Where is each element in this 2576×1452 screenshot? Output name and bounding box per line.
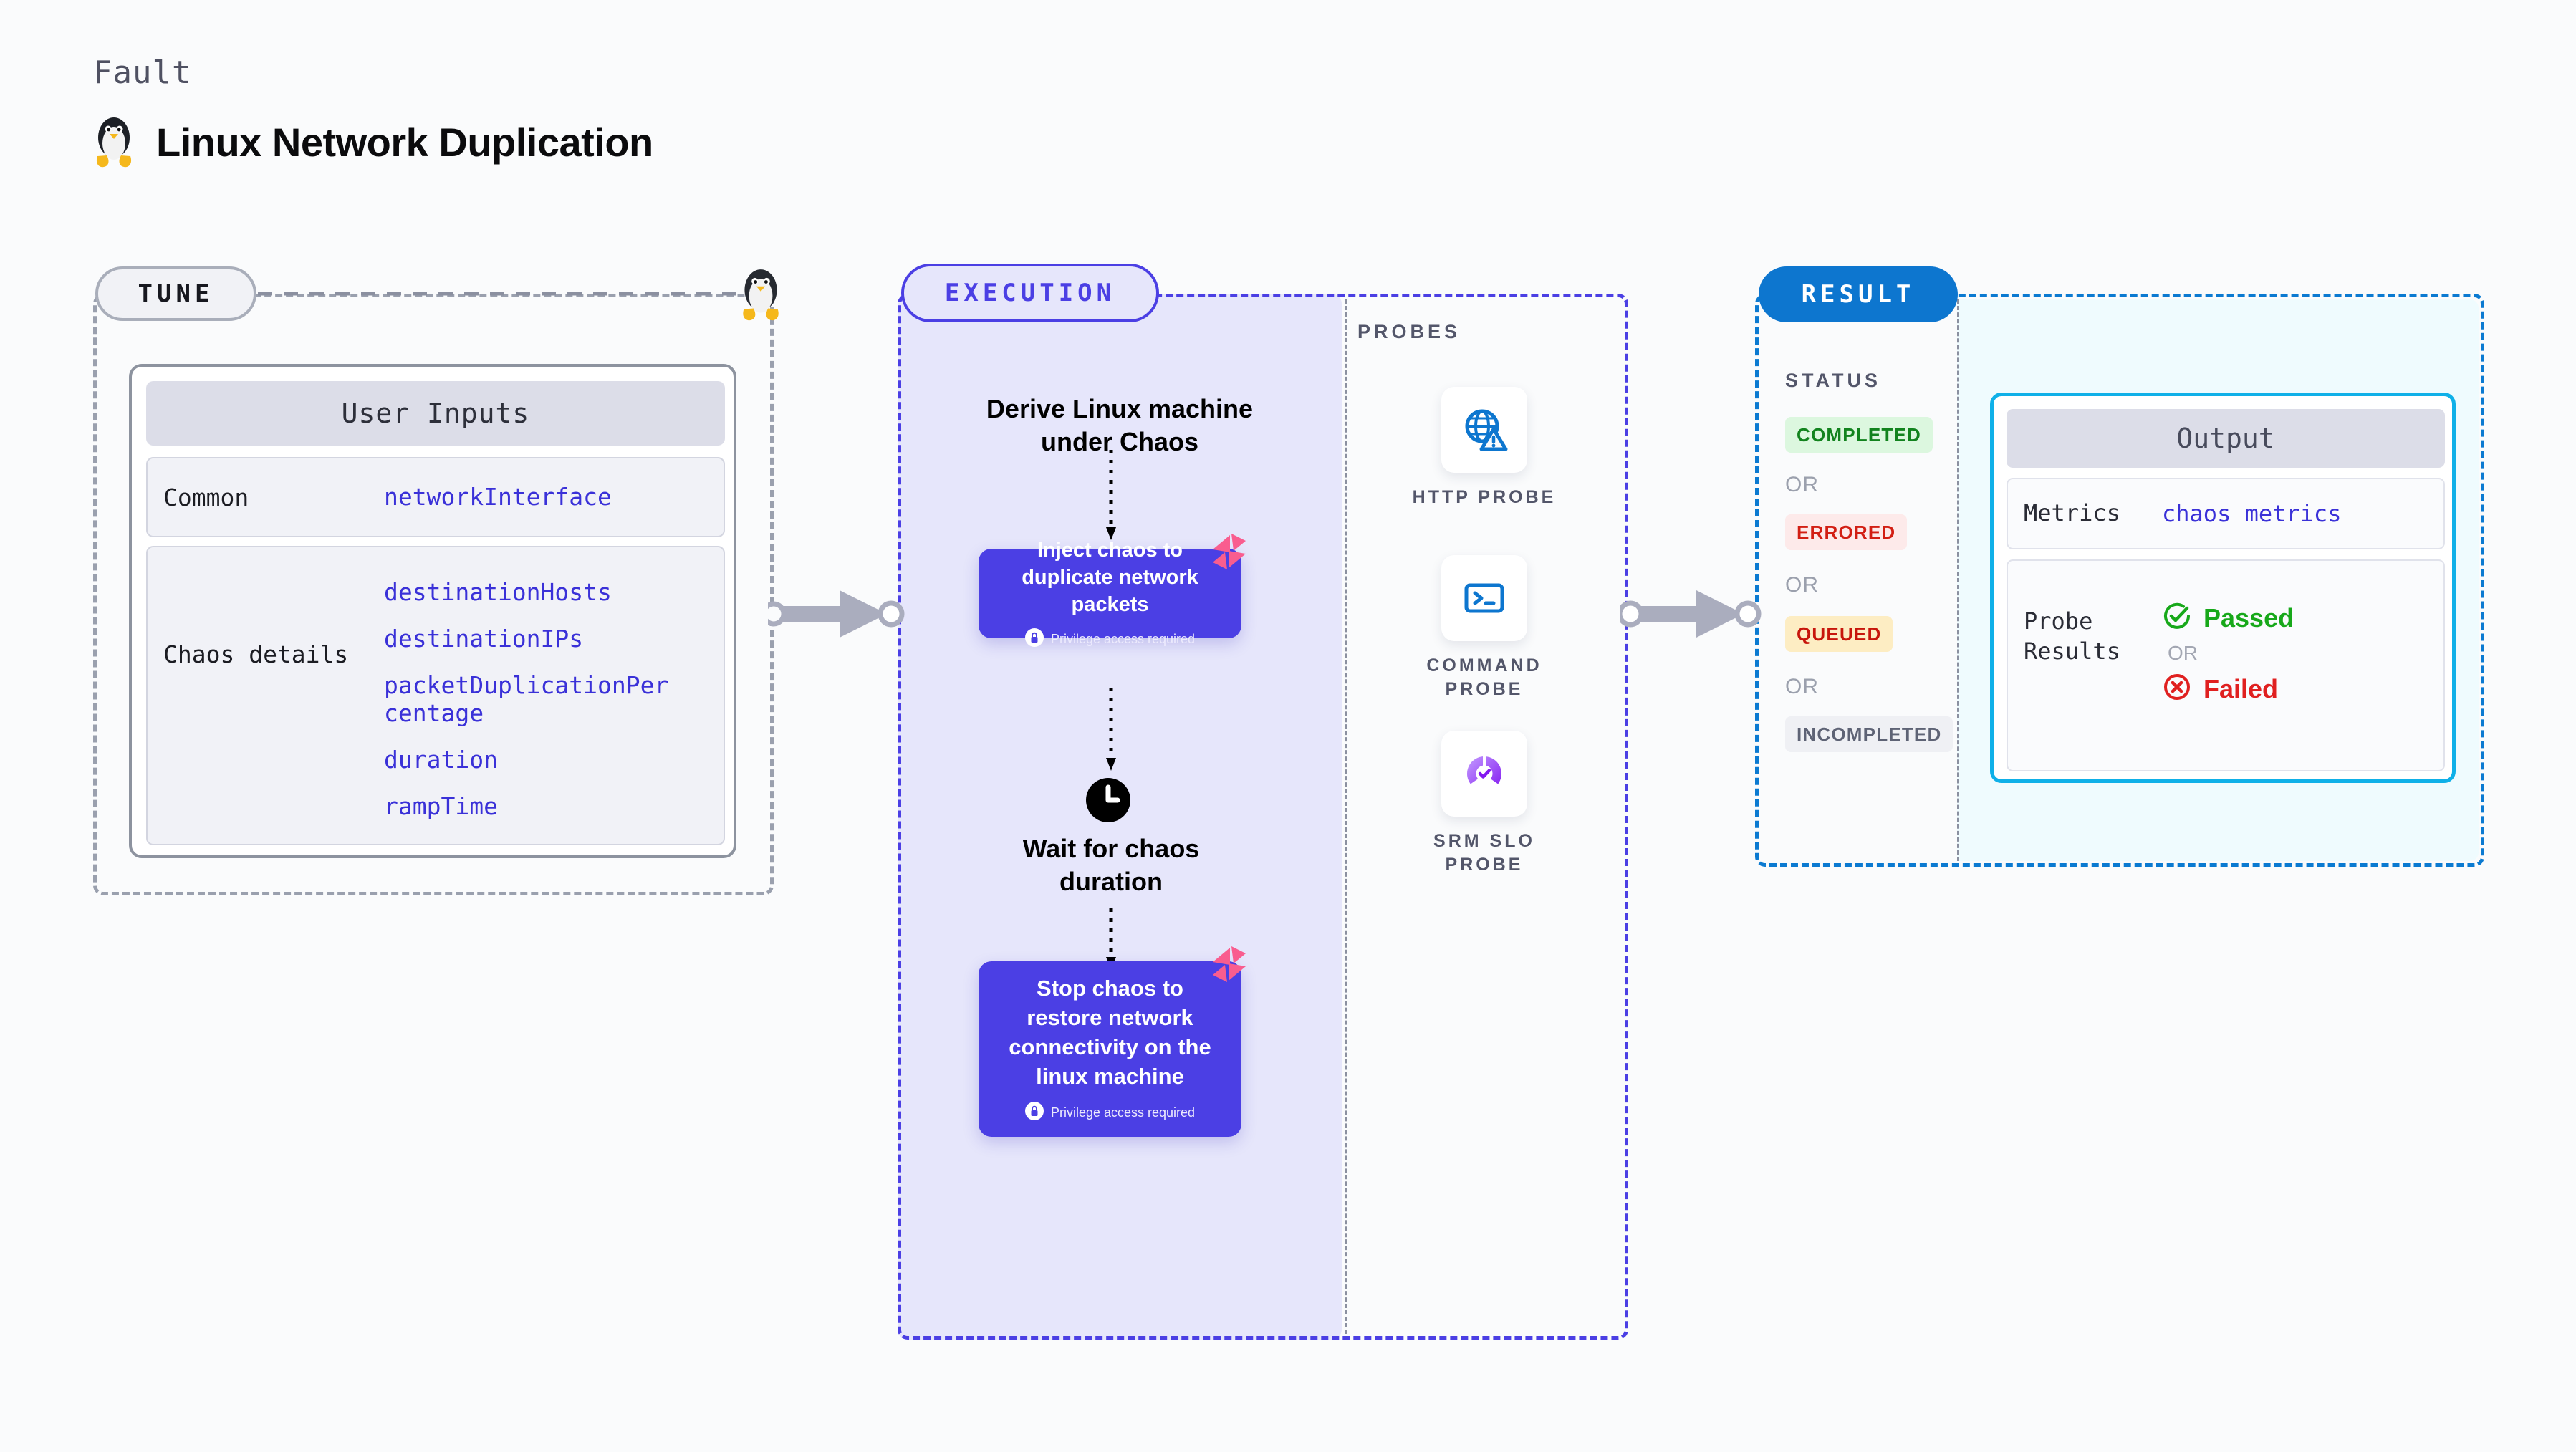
execution-node-stop-chaos-text: Stop chaos to restore network connectivi… xyxy=(1009,976,1211,1089)
result-section xyxy=(1755,294,2484,867)
result-section-label: RESULT xyxy=(1759,266,1958,322)
output-row-metrics-value[interactable]: chaos metrics xyxy=(2162,500,2342,527)
execution-node-inject-chaos-text: Inject chaos to duplicate network packet… xyxy=(1022,538,1198,617)
execution-wait-title: Wait for chaos duration xyxy=(1022,834,1200,897)
execution-step-title: Derive Linux machine under Chaos xyxy=(986,394,1254,457)
privilege-notice: Privilege access required xyxy=(1024,1101,1196,1124)
check-circle-icon xyxy=(2162,601,2192,635)
privilege-notice-text: Privilege access required xyxy=(1050,632,1196,647)
x-circle-icon xyxy=(2162,672,2192,706)
execution-node-stop-chaos[interactable]: Stop chaos to restore network connectivi… xyxy=(979,961,1241,1137)
harness-logo-icon xyxy=(1210,532,1249,574)
probe-srm-slo-label: SRM SLO PROBE xyxy=(1433,831,1535,875)
status-badge-errored: ERRORED xyxy=(1785,514,1908,550)
tune-dashed-connector xyxy=(258,292,745,296)
or-separator: OR xyxy=(1785,573,1819,597)
connector-arrow-execution-to-result xyxy=(1617,582,1771,650)
execution-node-inject-chaos[interactable]: Inject chaos to duplicate network packet… xyxy=(979,539,1241,648)
privilege-notice-text: Privilege access required xyxy=(1050,1105,1196,1120)
output-row-probe-results: Probe Results Passed OR xyxy=(2007,559,2445,771)
output-card-title: Output xyxy=(2007,409,2445,468)
status-badge-queued: QUEUED xyxy=(1785,616,1893,652)
user-inputs-title: User Inputs xyxy=(146,381,725,446)
linux-penguin-badge-icon xyxy=(738,266,784,326)
probe-result-passed-label: Passed xyxy=(2203,602,2294,633)
tune-row-chaos-details-values: destinationHosts destinationIPs packetDu… xyxy=(384,547,671,821)
dotted-arrow-down-1 xyxy=(1105,450,1117,547)
page-title-row: Linux Network Duplication xyxy=(92,115,653,169)
output-row-metrics-key: Metrics xyxy=(2024,499,2120,527)
probe-result-failed: Failed xyxy=(2162,672,2294,706)
terminal-icon xyxy=(1441,555,1527,641)
probe-srm-slo[interactable]: SRM SLO PROBE xyxy=(1398,731,1570,877)
probe-results-values: Passed OR Failed xyxy=(2162,561,2294,706)
tune-value[interactable]: rampTime xyxy=(384,792,498,820)
probe-command-label: COMMAND PROBE xyxy=(1426,655,1542,699)
slo-check-icon xyxy=(1441,731,1527,817)
fault-eyebrow-label: Fault xyxy=(93,54,192,91)
tune-row-chaos-details-key: Chaos details xyxy=(163,640,349,668)
execution-section xyxy=(898,294,1628,1340)
page-title: Linux Network Duplication xyxy=(156,119,653,165)
status-badge-incompleted: INCOMPLETED xyxy=(1785,716,1953,752)
tune-value[interactable]: destinationIPs xyxy=(384,624,584,653)
clock-icon xyxy=(1086,778,1130,826)
tune-section-label: TUNE xyxy=(95,266,256,321)
status-badge-completed: COMPLETED xyxy=(1785,417,1933,453)
privilege-notice: Privilege access required xyxy=(1024,628,1196,650)
tune-value[interactable]: networkInterface xyxy=(384,482,612,511)
lock-icon xyxy=(1024,1101,1044,1124)
user-inputs-card: User Inputs Common networkInterface Chao… xyxy=(129,364,736,858)
probe-result-failed-label: Failed xyxy=(2203,673,2279,703)
or-separator: OR xyxy=(1785,473,1819,496)
or-separator: OR xyxy=(1785,675,1819,698)
lock-icon xyxy=(1024,628,1044,650)
tune-row-chaos-details: Chaos details destinationHosts destinati… xyxy=(146,546,725,845)
execution-section-label: EXECUTION xyxy=(901,264,1159,322)
tune-value[interactable]: packetDuplicationPercentage xyxy=(384,670,669,727)
connector-arrow-tune-to-execution xyxy=(761,582,911,650)
tune-row-common: Common networkInterface xyxy=(146,457,725,537)
probes-label: PROBES xyxy=(1357,321,1461,342)
output-row-probe-results-key: Probe Results xyxy=(2024,607,2120,665)
tune-value[interactable]: duration xyxy=(384,745,498,774)
harness-logo-icon xyxy=(1210,945,1249,987)
globe-warning-icon xyxy=(1441,387,1527,473)
probe-result-passed: Passed xyxy=(2162,601,2294,635)
probe-http[interactable]: HTTP PROBE xyxy=(1398,387,1570,509)
dotted-arrow-down-2 xyxy=(1105,688,1117,777)
output-card: Output Metrics chaos metrics Probe Resul… xyxy=(1990,393,2456,783)
linux-penguin-icon xyxy=(92,115,136,169)
tune-row-common-values: networkInterface xyxy=(384,482,612,511)
probe-http-label: HTTP PROBE xyxy=(1412,487,1557,507)
or-separator: OR xyxy=(2168,642,2198,664)
status-label: STATUS xyxy=(1785,370,1881,391)
tune-value[interactable]: destinationHosts xyxy=(384,578,612,606)
output-row-metrics: Metrics chaos metrics xyxy=(2007,478,2445,549)
probe-command[interactable]: COMMAND PROBE xyxy=(1398,555,1570,701)
result-left-fill xyxy=(1755,294,1957,867)
tune-row-common-key: Common xyxy=(163,483,249,511)
